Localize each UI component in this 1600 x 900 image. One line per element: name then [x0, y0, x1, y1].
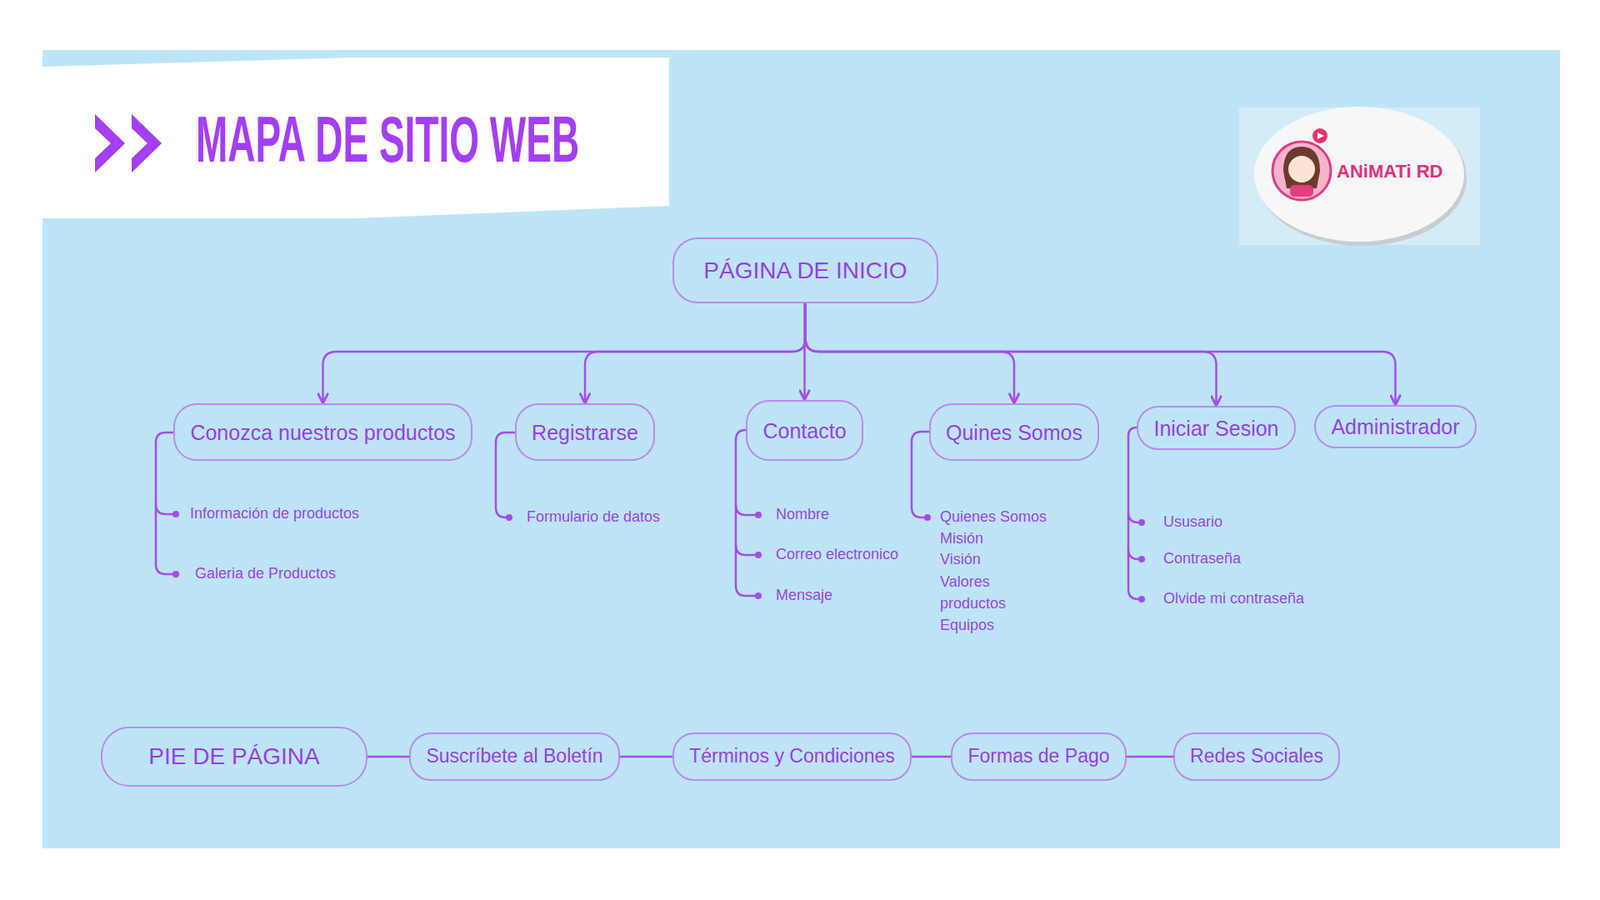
node-label: Términos y Condiciones	[689, 745, 895, 769]
footer-item-box: Suscríbete al Boletín	[409, 732, 620, 781]
bullet-dot	[1138, 519, 1145, 526]
item-label: Mensaje	[775, 586, 833, 605]
item-label: Contraseña	[1163, 550, 1241, 569]
page-box: Conozca nuestros productos	[173, 403, 473, 461]
logo-ground	[1239, 107, 1480, 245]
node-label: PIE DE PÁGINA	[148, 742, 320, 771]
bullet-dot	[172, 570, 180, 578]
node-label: PÁGINA DE INICIO	[703, 256, 907, 285]
bullet-dot	[755, 551, 762, 559]
item-label: Olvide mi contraseña	[1163, 590, 1305, 609]
item-label: Quienes Somos	[940, 508, 1047, 527]
footer-item-box: Redes Sociales	[1173, 732, 1340, 781]
page-box: Administrador	[1314, 405, 1477, 449]
node-label: Registrarse	[531, 420, 639, 445]
connector	[1126, 755, 1174, 759]
node-label: Contacto	[762, 418, 846, 444]
bullet-dot	[1138, 555, 1145, 563]
node-label: Suscríbete al Boletín	[425, 745, 603, 769]
node-label: Iniciar Sesion	[1153, 415, 1279, 441]
item-label: Visión	[940, 550, 981, 570]
bullet-dot	[172, 510, 180, 518]
bracket-line	[155, 504, 176, 515]
logo-face	[1288, 155, 1315, 183]
bracket-line	[735, 545, 759, 555]
item-label: Equipos	[940, 616, 995, 635]
node-label: Conozca nuestros productos	[190, 420, 455, 445]
connector	[585, 303, 806, 404]
connector	[911, 755, 951, 759]
page-box: Registrarse	[515, 403, 655, 461]
item-label: Ususario	[1163, 513, 1223, 532]
bullet-dot	[505, 514, 513, 521]
item-label: Información de productos	[190, 505, 360, 524]
bullet-dot	[1138, 595, 1145, 603]
footer-item-box: Formas de Pago	[950, 732, 1127, 781]
node-label: Quines Somos	[945, 420, 1083, 445]
node-label: Administrador	[1330, 414, 1460, 440]
item-label: Misión	[940, 530, 984, 549]
footer-item-box: Términos y Condiciones	[672, 732, 912, 781]
item-label: productos	[940, 595, 1006, 614]
bracket-line	[495, 432, 515, 518]
item-label: Valores	[940, 573, 990, 592]
connector	[620, 755, 673, 759]
chevron-icon	[131, 114, 162, 173]
bullet-dot	[755, 511, 762, 519]
bracket-line	[1128, 427, 1142, 600]
bracket-line	[155, 432, 176, 575]
item-label: Formulario de datos	[526, 508, 660, 527]
node-label: Formas de Pago	[967, 745, 1110, 769]
connector	[367, 755, 410, 759]
page-box: Contacto	[745, 400, 864, 461]
item-label: Nombre	[775, 505, 830, 525]
bracket-lines	[155, 427, 1142, 600]
node-label: Redes Sociales	[1190, 745, 1324, 769]
bullet-dot	[924, 514, 931, 521]
logo-text: ANiMATi RD	[1336, 160, 1444, 183]
title-banner	[42, 57, 670, 219]
item-label: Correo electronico	[775, 545, 899, 565]
logo-balloon	[1312, 128, 1328, 144]
root-box: PÁGINA DE INICIO	[672, 237, 939, 304]
logo-ellipse	[1254, 106, 1465, 242]
connector	[805, 303, 1396, 405]
bullet-dot	[755, 592, 762, 600]
chevron-icon	[95, 114, 125, 173]
footer-box: PIE DE PÁGINA	[100, 726, 368, 787]
logo-hair	[1283, 146, 1320, 189]
connector	[323, 303, 806, 404]
bracket-line	[911, 431, 930, 518]
page-box: Iniciar Sesion	[1136, 405, 1296, 450]
connector	[805, 303, 1015, 404]
bracket-line	[735, 430, 759, 596]
logo-avatar	[1272, 141, 1331, 200]
connector	[805, 303, 1217, 406]
logo-play	[1317, 132, 1325, 140]
background-panel	[42, 50, 1560, 849]
page-title: MAPA DE SITIO WEB	[195, 106, 580, 172]
page-box: Quines Somos	[929, 403, 1100, 461]
bracket-line	[735, 505, 759, 515]
item-label: Galeria de Productos	[195, 565, 336, 584]
logo-shirt	[1290, 185, 1314, 197]
